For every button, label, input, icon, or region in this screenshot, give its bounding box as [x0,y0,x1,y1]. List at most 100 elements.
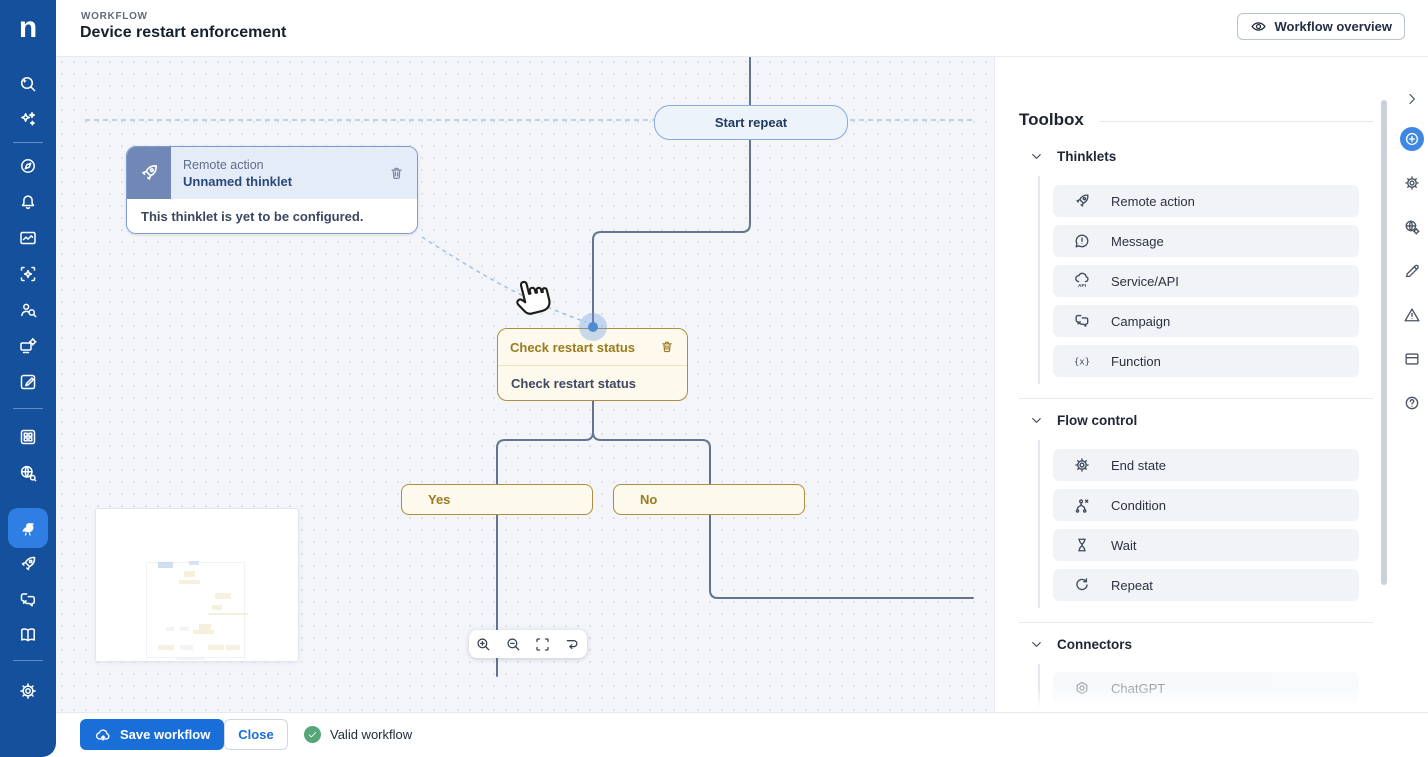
delete-thinklet-button[interactable] [376,147,417,199]
dashboard-compass-icon[interactable] [8,146,48,186]
global-search-icon[interactable] [8,64,48,104]
toolbox-item-remote-action[interactable]: Remote action [1053,185,1359,217]
repeat-icon [1053,576,1111,594]
toolbox-item-end-state[interactable]: End state [1053,449,1359,481]
discovery-globe-icon[interactable] [8,453,48,493]
collapse-chevron-icon[interactable] [1400,87,1424,111]
notifications-bell-icon[interactable] [8,182,48,222]
workflow-eyebrow: WORKFLOW [81,11,148,22]
svg-text:API: API [1078,283,1087,289]
warning-triangle-icon[interactable] [1400,303,1424,327]
toolbox-title: Toolbox [1019,110,1084,129]
zoom-out-icon[interactable] [501,632,525,656]
user-audit-icon[interactable] [8,290,48,330]
globe-gear-icon[interactable] [1400,215,1424,239]
zoom-toolbar [469,630,587,658]
workflow-canvas[interactable]: Start repeat Remote action Unnamed think… [56,56,994,712]
ai-sparkles-icon[interactable] [8,99,48,139]
minimap-node [193,630,214,634]
sidebar-divider [13,142,43,143]
apps-grid-icon[interactable] [8,417,48,457]
sidebar-divider [13,660,43,661]
toolbox-item-label: Repeat [1111,577,1153,593]
rocket-icon [1053,192,1111,210]
monitoring-chart-icon[interactable] [8,218,48,258]
header: WORKFLOW Device restart enforcement Work… [56,0,1428,57]
zoom-in-icon[interactable] [472,632,496,656]
toolbox-item-campaign[interactable]: Campaign [1053,305,1359,337]
section-thinklets[interactable]: Thinklets [1057,149,1117,164]
section-flow-control[interactable]: Flow control [1057,413,1138,428]
hand-cursor [507,267,564,328]
minimap-node [184,571,195,577]
chatgpt-icon [1053,679,1111,697]
toolbox-item-service-api[interactable]: API Service/API [1053,265,1359,297]
fit-view-icon[interactable] [531,632,555,656]
rocket-icon [127,147,171,199]
toolbox-item-label: Service/API [1111,273,1179,289]
minimap-viewport[interactable] [146,562,245,658]
thinklet-card-header: Remote action Unnamed thinklet [127,147,417,199]
toolbox-item-wait[interactable]: Wait [1053,529,1359,561]
branch-no-node[interactable]: No [613,484,805,515]
cloud-api-icon: API [1053,272,1111,290]
toolbox-item-label: Campaign [1111,313,1171,329]
help-circle-icon[interactable] [1400,391,1424,415]
thinklet-type-label: Remote action [183,157,264,172]
workflow-builder-icon[interactable] [8,508,48,548]
end-state-icon [1053,456,1111,474]
toolbox-panel: Toolbox Thinklets Remote action Message … [994,56,1397,712]
ninja-logo[interactable]: n [18,11,38,44]
footer-bar: Save workflow Close Valid workflow [56,712,1428,757]
section-connectors[interactable]: Connectors [1057,637,1133,652]
thinklet-card[interactable]: Remote action Unnamed thinklet This thin… [126,146,418,234]
minimap-node [166,627,174,631]
branch-yes-node[interactable]: Yes [401,484,593,515]
chevron-down-icon[interactable] [1029,637,1045,653]
minimap-node [180,627,189,631]
toolbox-item-chatgpt[interactable]: ChatGPT [1053,672,1359,704]
settings-gear-icon[interactable] [8,671,48,711]
toolbox-scrollbar[interactable] [1381,100,1387,585]
toolbox-divider [1019,398,1373,399]
chevron-down-icon[interactable] [1029,413,1045,429]
thinklet-link-dashed-curve [421,236,587,323]
delete-condition-button[interactable] [659,339,675,355]
pencil-icon[interactable] [1400,259,1424,283]
scan-sparkle-icon[interactable] [8,254,48,294]
minimap-node [189,561,199,565]
start-repeat-label: Start repeat [714,115,788,130]
save-workflow-button[interactable]: Save workflow [80,719,225,750]
toolbox-divider [1019,622,1373,623]
automation-rocket-icon[interactable] [8,544,48,584]
add-node-icon[interactable] [1400,127,1424,151]
close-button[interactable]: Close [224,719,288,750]
tasks-edit-icon[interactable] [8,362,48,402]
minimap-node [226,645,240,650]
docs-book-icon[interactable] [8,615,48,655]
settings-gear-icon[interactable] [1400,171,1424,195]
panel-layout-icon[interactable] [1400,347,1424,371]
connection-point[interactable] [588,322,598,332]
workflow-overview-button[interactable]: Workflow overview [1237,13,1405,40]
section-indent-line [1038,440,1040,608]
thinklet-name: Unnamed thinklet [183,173,293,189]
auto-layout-icon[interactable] [560,632,584,656]
condition-node[interactable]: Check restart status Check restart statu… [497,328,688,401]
minimap-node [158,562,173,568]
toolbox-item-function[interactable]: {x} Function [1053,345,1359,377]
toolbox-title-rule [1100,121,1373,122]
minimap[interactable] [95,508,299,662]
toolbox-item-condition[interactable]: Condition [1053,489,1359,521]
messaging-icon[interactable] [8,580,48,620]
device-gear-icon[interactable] [8,326,48,366]
eye-icon [1250,18,1267,35]
function-icon: {x} [1053,352,1111,370]
toolbox-item-label: ChatGPT [1111,680,1166,696]
chevron-down-icon[interactable] [1029,149,1045,165]
toolbox-item-message[interactable]: Message [1053,225,1359,257]
toolbox-item-repeat[interactable]: Repeat [1053,569,1359,601]
minimap-node [208,613,248,615]
start-repeat-node[interactable]: Start repeat [654,105,848,140]
workflow-status-label: Valid workflow [330,727,413,742]
